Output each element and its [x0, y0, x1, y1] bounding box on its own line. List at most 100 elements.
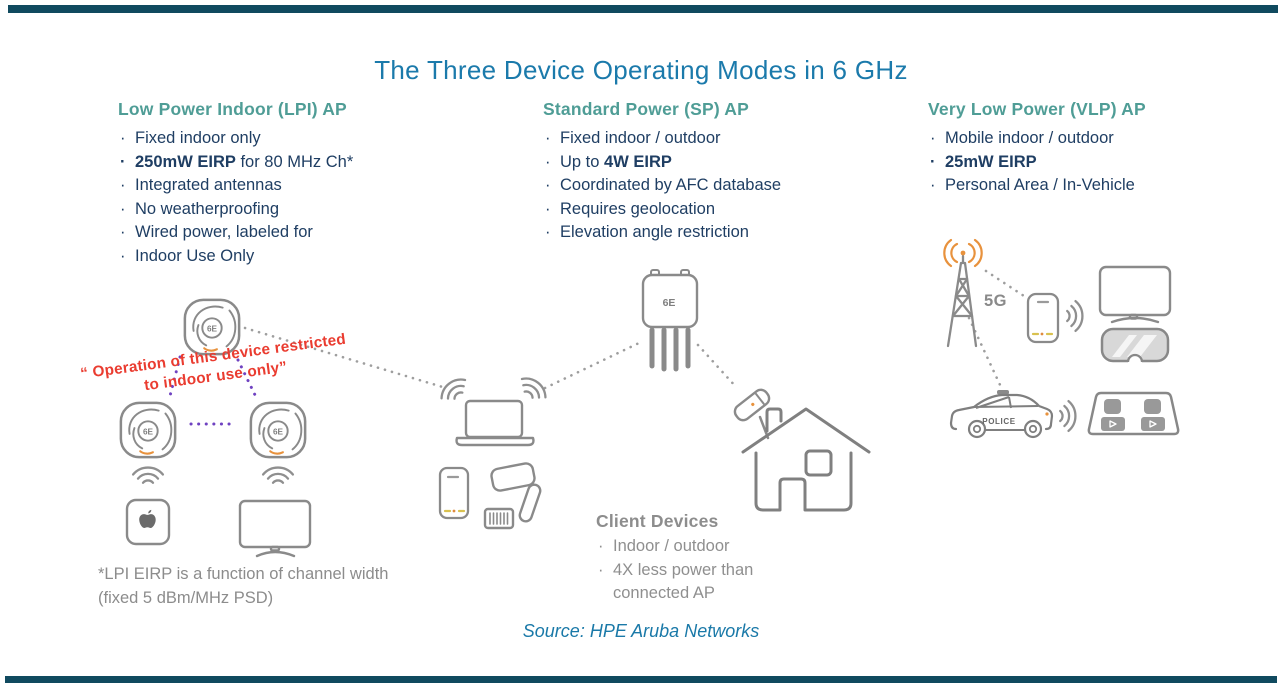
bullet-text: Fixed indoor / outdoor	[560, 129, 721, 147]
sp-column: Standard Power (SP) AP · Fixed indoor / o…	[543, 99, 893, 245]
link-laptop-to-sp-ap	[543, 341, 641, 390]
bullet-item: ·Wired power, labeled for	[118, 221, 458, 245]
cell-tower-icon: 5G	[943, 238, 1007, 348]
client-devices-heading: Client Devices	[596, 511, 719, 531]
bullet-item: · Fixed indoor / outdoor	[543, 127, 893, 151]
page-title: The Three Device Operating Modes in 6 GH…	[374, 55, 908, 86]
bullet-item: ·Fixed indoor only	[118, 127, 458, 151]
bullet-item: ·4X less power than connected AP	[596, 559, 786, 606]
lpi-column: Low Power Indoor (LPI) AP ·Fixed indoor …	[118, 99, 458, 269]
bullet-marker: ·	[930, 152, 936, 171]
tower-signal-dot	[960, 250, 966, 256]
sp-heading: Standard Power (SP) AP	[543, 99, 750, 119]
client-devices-bullet-list: · Indoor / outdoor ·4X less power than con…	[596, 535, 786, 606]
bullet-text: Requires geolocation	[560, 199, 716, 218]
bullet-marker: ·	[120, 176, 126, 195]
bullet-marker: ·	[545, 152, 551, 171]
seat-screen-right	[1141, 417, 1165, 431]
bullet-text: Integrated antennas	[135, 176, 282, 195]
bottom-border-bar	[5, 676, 1277, 683]
smartphone-icon-right	[1026, 292, 1060, 344]
lpi-ap-icon-bottom-right	[249, 401, 307, 459]
barcode-lines	[489, 512, 509, 525]
laptop-icon	[455, 399, 535, 447]
bullet-item: · Integrated antennas	[118, 174, 458, 198]
tv-icon-left	[238, 499, 312, 558]
mesh-link-right	[236, 358, 258, 399]
bullet-item: · Up to 4W EIRP	[543, 151, 893, 175]
bullet-text: Coordinated by AFC database	[560, 176, 782, 195]
sp-ap-6e-label: 6E	[663, 297, 676, 309]
headrest-right	[1144, 399, 1161, 414]
sp-ap-antennas	[649, 327, 691, 372]
bullet-marker: ·	[545, 176, 551, 195]
camera-led-dot	[751, 402, 755, 406]
bullet-text: Personal Area / In-Vehicle	[945, 176, 1135, 195]
wifi-waves-phone	[1066, 299, 1084, 333]
bullet-marker: ·	[545, 129, 551, 147]
bullet-item: ·Elevation angle restriction	[543, 221, 893, 245]
wifi-waves-below-left-ap	[131, 466, 165, 484]
lpi-heading: Low Power Indoor (LPI) AP	[118, 99, 347, 119]
bullet-marker: ·	[930, 176, 936, 195]
bullet-text: Indoor Use Only	[135, 246, 255, 265]
house-walls-door	[754, 451, 853, 512]
police-car-icon: POLICE	[949, 390, 1054, 439]
footnote-line-1: *LPI EIRP is a function of channel width	[98, 565, 389, 583]
bullet-item: ·25mW EIRP	[928, 151, 1238, 175]
bullet-marker: ·	[120, 246, 126, 265]
bullet-item: · Indoor / outdoor	[596, 535, 786, 559]
lpi-mesh-links	[168, 355, 258, 426]
bullet-marker: ·	[545, 199, 551, 218]
wifi-waves-below-right-ap	[261, 466, 295, 484]
bullet-text: Mobile indoor / outdoor	[945, 129, 1114, 147]
lpi-footnote: *LPI EIRP is a function of channel width…	[98, 562, 388, 610]
lpi-bullet-list: ·Fixed indoor only·250mW EIRP for 80 MHz…	[118, 127, 458, 269]
bullet-marker: ·	[120, 152, 126, 171]
link-lpi-ap-to-laptop	[243, 326, 448, 390]
link-tower-to-phone	[984, 269, 1026, 298]
house-roof	[741, 407, 871, 454]
source-attribution: Source: HPE Aruba Networks	[522, 621, 760, 641]
headrest-left	[1104, 399, 1121, 414]
apple-logo-icon	[139, 509, 156, 528]
bullet-item: · Personal Area / In-Vehicle	[928, 174, 1238, 198]
tower-5g-label: 5G	[984, 292, 1007, 310]
wifi-waves-car	[1059, 399, 1077, 433]
play-icon	[1149, 420, 1157, 428]
wireless-links	[243, 269, 1026, 390]
bullet-marker: ·	[545, 223, 551, 242]
vlp-column: Very Low Power (VLP) AP · Mobile indoor /…	[928, 99, 1238, 198]
bullet-text: Indoor / outdoor	[613, 537, 730, 555]
bullet-text: Fixed indoor only	[135, 129, 261, 147]
goggles-highlight-2	[1127, 335, 1157, 357]
bullet-marker: ·	[930, 129, 936, 147]
wifi-waves-laptop-left	[436, 373, 472, 407]
bullet-marker: ·	[598, 537, 604, 555]
bullet-marker: ·	[598, 560, 604, 579]
bullet-item: · Requires geolocation	[543, 198, 893, 222]
police-label: POLICE	[982, 417, 1015, 426]
bullet-marker: ·	[120, 199, 126, 218]
bullet-item: · No weatherproofing	[118, 198, 458, 222]
bullet-text: Up to 4W EIRP	[560, 152, 672, 171]
bullet-item: ·250mW EIRP for 80 MHz Ch*	[118, 151, 458, 175]
goggles-highlight-1	[1112, 335, 1137, 357]
house-window	[804, 449, 833, 477]
bullet-text: Wired power, labeled for	[135, 223, 313, 242]
bullet-text: No weatherproofing	[135, 199, 280, 218]
bullet-item: · Indoor Use Only	[118, 245, 458, 269]
smartphone-icon-middle	[438, 466, 470, 520]
vlp-bullet-list: ·Mobile indoor / outdoor·25mW EIRP·Perso…	[928, 127, 1238, 198]
vr-goggles-icon	[1100, 327, 1170, 365]
tower-radio-waves	[943, 238, 983, 268]
vlp-heading: Very Low Power (VLP) AP	[928, 99, 1146, 119]
sp-bullet-list: · Fixed indoor / outdoor · Up to 4W EIRP · Co…	[543, 127, 893, 245]
bullet-item: · Coordinated by AFC database	[543, 174, 893, 198]
lpi-ap-icon-bottom-left	[119, 401, 177, 459]
play-icon	[1109, 420, 1117, 428]
police-light-bar	[997, 390, 1009, 395]
client-devices-block: Client Devices · Indoor / outdoor ·4X less…	[596, 511, 786, 606]
